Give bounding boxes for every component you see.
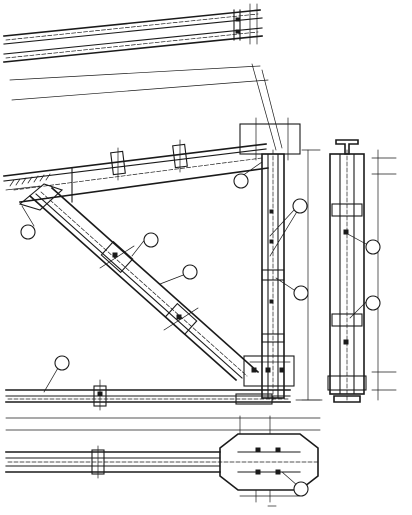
- dimension-lines-upper: [9, 63, 283, 151]
- column-elevation: [239, 117, 301, 401]
- top-chord: [3, 139, 269, 203]
- callout-bubble: [293, 481, 309, 497]
- bottom-chord-plan-view: [5, 415, 321, 507]
- diagonal-strut: [18, 183, 260, 382]
- callout-bubble: [365, 239, 381, 255]
- bottom-chord: [5, 379, 323, 411]
- column-section-view: [301, 139, 397, 403]
- callout-bubble: [54, 355, 70, 371]
- callout-leaders: [21, 161, 367, 487]
- callout-bubble: [20, 224, 36, 240]
- callout-bubble: [143, 232, 159, 248]
- rafter-plan-view: [3, 3, 263, 63]
- callout-bubble: [292, 198, 308, 214]
- callout-bubble: [293, 285, 309, 301]
- callout-bubble: [233, 173, 249, 189]
- callout-bubbles: [20, 173, 381, 497]
- callout-bubble: [365, 295, 381, 311]
- callout-bubble: [182, 264, 198, 280]
